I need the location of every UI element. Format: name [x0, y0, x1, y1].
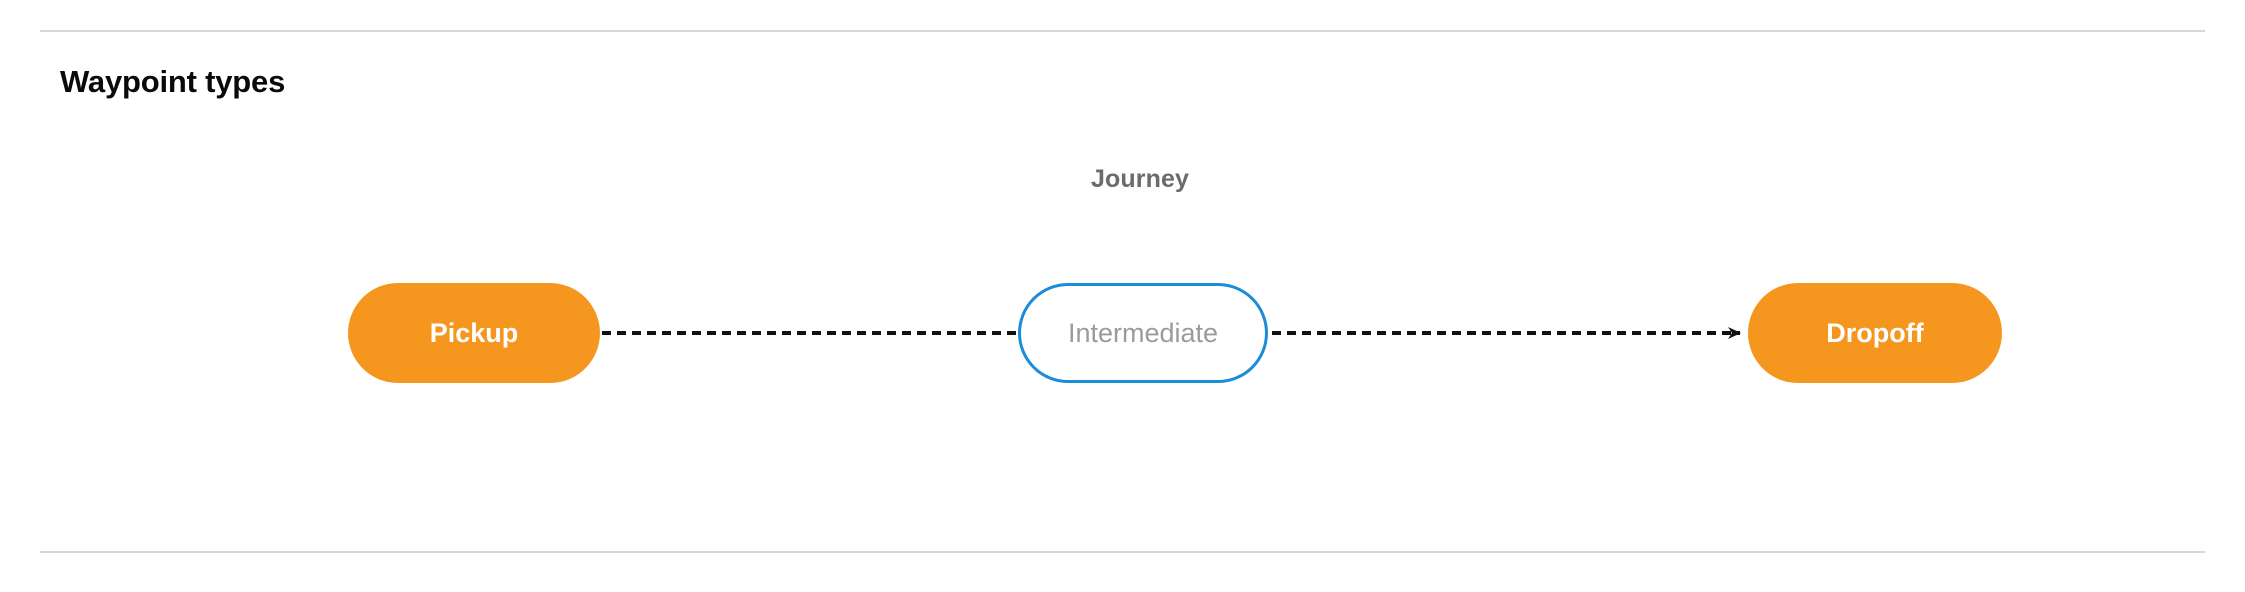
page-title: Waypoint types [60, 64, 286, 99]
section-divider-bottom [40, 551, 2205, 553]
waypoint-node-pickup[interactable]: Pickup [348, 283, 600, 383]
waypoint-node-dropoff-label: Dropoff [1826, 317, 1924, 348]
diagram-group-label-journey: Journey [1091, 165, 1189, 193]
section-divider-top [40, 30, 2205, 32]
waypoint-node-pickup-label: Pickup [429, 317, 519, 348]
waypoint-node-intermediate-label: Intermediate [1067, 317, 1219, 348]
waypoint-node-intermediate[interactable]: Intermediate [1018, 283, 1268, 383]
waypoint-node-dropoff[interactable]: Dropoff [1748, 283, 2002, 383]
